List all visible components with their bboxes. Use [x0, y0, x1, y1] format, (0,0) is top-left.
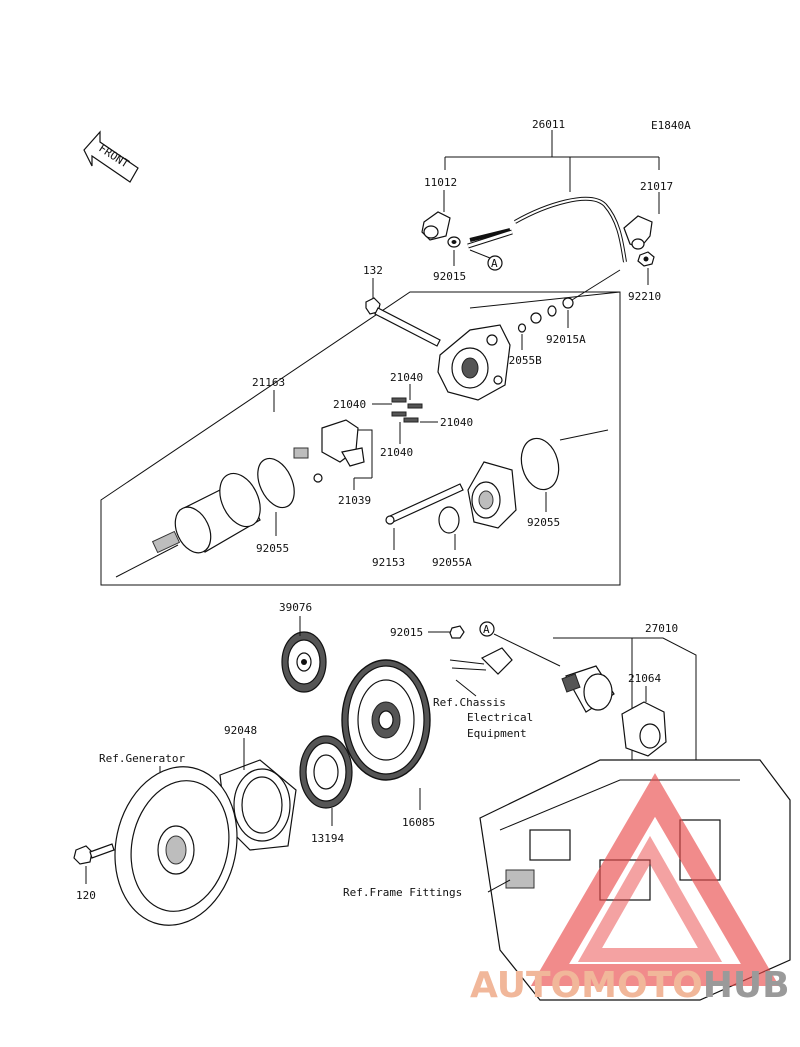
label-92055B: 92055B	[502, 354, 542, 367]
bolt-92153	[385, 483, 464, 525]
label-92015-top: 92015	[433, 270, 466, 283]
label-92153: 92153	[372, 556, 405, 569]
watermark-part-2: HUB	[703, 965, 790, 1006]
brush-holder-21039	[293, 419, 365, 483]
label-92210: 92210	[628, 290, 661, 303]
ref-frame-fittings: Ref.Frame Fittings	[343, 886, 462, 899]
ref-chassis-1: Ref.Chassis	[433, 696, 506, 709]
starter-end-cover	[437, 324, 511, 401]
label-21163: 21163	[252, 376, 285, 389]
starter-motor-body	[151, 472, 261, 554]
bearing-92048	[219, 759, 297, 851]
relay-cover-21064	[621, 701, 667, 757]
nut-92015-mid	[449, 625, 465, 639]
starter-clutch-gear-16085	[341, 659, 431, 781]
ref-chassis-3: Equipment	[467, 727, 527, 740]
label-26011: 26011	[532, 118, 565, 131]
label-21039: 21039	[338, 494, 371, 507]
label-92015-mid: 92015	[390, 626, 423, 639]
o-ring-92055-right	[520, 437, 560, 491]
o-ring-92055B	[517, 323, 527, 333]
label-92055-right: 92055	[527, 516, 560, 529]
watermark-part-1: AUTOMOTO	[470, 965, 703, 1006]
label-21040-d: 21040	[380, 446, 413, 459]
brush-springs-21040	[391, 397, 423, 423]
label-92015A: 92015A	[546, 333, 586, 346]
nut-92015-top	[447, 236, 461, 248]
label-13194: 13194	[311, 832, 344, 845]
label-120: 120	[76, 889, 96, 902]
label-21064: 21064	[628, 672, 661, 685]
terminal-cap-21017	[623, 215, 653, 250]
label-27010: 27010	[645, 622, 678, 635]
terminal-cap-11012	[421, 211, 451, 241]
label-92055A: 92055A	[432, 556, 472, 569]
front-arrow-icon: FRONT	[83, 130, 139, 183]
label-92055-left: 92055	[256, 542, 289, 555]
label-21017: 21017	[640, 180, 673, 193]
one-way-clutch-13194	[299, 735, 353, 809]
o-ring-92055-left	[257, 457, 295, 509]
label-92048: 92048	[224, 724, 257, 737]
bolt-120	[73, 843, 115, 865]
watermark-logo	[530, 773, 780, 986]
starter-relay-27010	[561, 665, 615, 713]
washers-92015A	[530, 269, 621, 324]
callout-a-top: A	[491, 257, 498, 270]
starter-cable	[467, 196, 627, 263]
flywheel-generator-rotor	[114, 766, 238, 926]
cable-end-connector	[449, 647, 513, 675]
o-ring-92055A	[438, 506, 460, 534]
label-39076: 39076	[279, 601, 312, 614]
ref-chassis-2: Electrical	[467, 711, 533, 724]
starter-front-cover	[467, 461, 517, 529]
label-21040-c: 21040	[440, 416, 473, 429]
label-21040-b: 21040	[333, 398, 366, 411]
ref-generator: Ref.Generator	[99, 752, 185, 765]
label-16085: 16085	[402, 816, 435, 829]
label-21040-a: 21040	[390, 371, 423, 384]
label-11012: 11012	[424, 176, 457, 189]
callout-a-mid: A	[483, 623, 490, 636]
diagram-code: E1840A	[651, 119, 691, 132]
label-132: 132	[363, 264, 383, 277]
nut-92210	[637, 251, 655, 267]
bolt-132	[365, 297, 441, 347]
idle-gear-39076	[281, 631, 327, 693]
watermark-text: AUTOMOTOHUB	[470, 965, 790, 1006]
